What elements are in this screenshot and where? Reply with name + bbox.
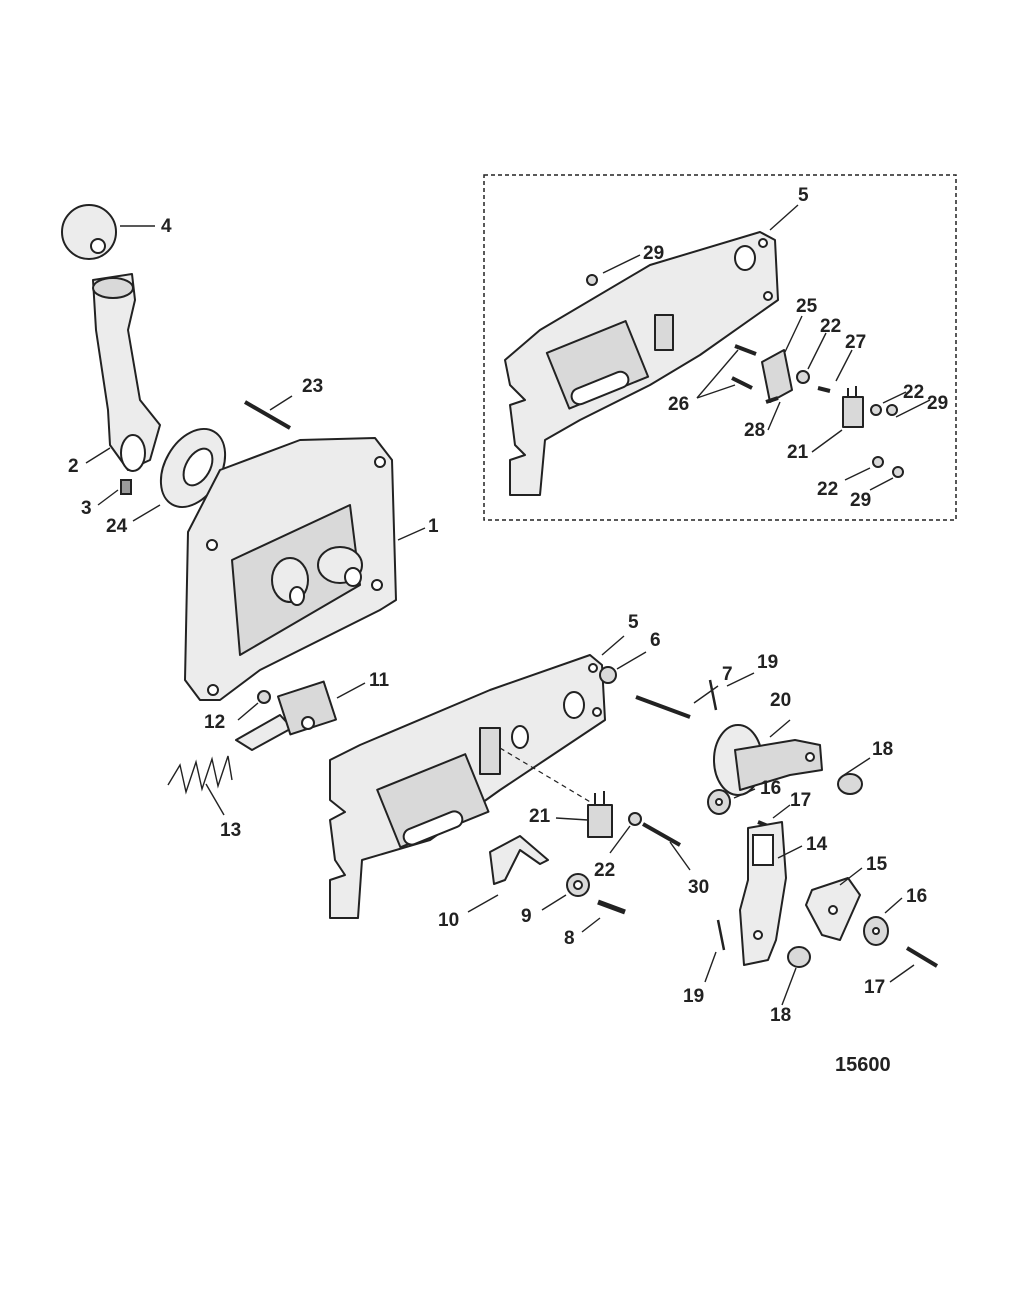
callout-24: 24	[106, 516, 128, 537]
knob-part-4	[61, 204, 117, 260]
inset-callout-29c: 29	[850, 490, 871, 511]
callout-7: 7	[722, 664, 733, 685]
callouts-inset: 5 29 25 22 27 26 28 22 29 21 22 29	[643, 185, 948, 511]
inset-callout-27: 27	[845, 332, 866, 353]
inset-callout-28: 28	[744, 420, 765, 441]
callouts-main: 4 23 2 3 24 1 11 12 13 5 6 7 19 20 18 16…	[68, 216, 927, 1026]
callout-19-lower: 19	[683, 986, 704, 1007]
callout-16-lower: 16	[906, 886, 927, 907]
bolt-part-7	[635, 695, 691, 719]
cotter-pin-part-19-upper	[708, 679, 718, 711]
callout-12: 12	[204, 712, 225, 733]
callout-23: 23	[302, 376, 323, 397]
callout-11: 11	[369, 670, 390, 691]
spring-part-13	[167, 755, 233, 795]
inset-callout-29b: 29	[927, 393, 948, 414]
inset-nut-29	[586, 274, 598, 286]
inset-switch-21	[842, 396, 864, 428]
callout-21: 21	[529, 806, 551, 827]
callout-1: 1	[428, 516, 439, 537]
switch-part-21	[587, 791, 613, 838]
set-screw-part-3	[120, 479, 132, 495]
callout-8: 8	[564, 928, 575, 949]
leader-lines	[85, 204, 931, 1006]
lever-part-20	[713, 724, 823, 796]
inset-screws-26	[731, 344, 757, 390]
inset-bracket-plate	[504, 231, 779, 496]
knob-part-18-upper	[837, 773, 863, 795]
callout-6: 6	[650, 630, 661, 651]
callout-2: 2	[68, 456, 79, 477]
callout-30: 30	[688, 877, 709, 898]
cam-part-15	[805, 877, 861, 941]
inset-plate-25	[761, 349, 793, 403]
callout-14: 14	[806, 834, 828, 855]
callout-17-upper: 17	[790, 790, 811, 811]
callout-18-lower: 18	[770, 1005, 791, 1026]
plunger-part-11	[235, 680, 338, 751]
knob-part-18-lower	[787, 946, 811, 968]
inset-frame	[483, 174, 957, 521]
inset-callout-26: 26	[668, 394, 689, 415]
nut-part-6	[599, 666, 617, 684]
callout-18-upper: 18	[872, 739, 893, 760]
inset-callout-21: 21	[787, 442, 809, 463]
washer-part-22	[628, 812, 642, 826]
housing-part-1	[184, 437, 397, 701]
screw-part-17-lower	[905, 946, 939, 968]
callout-15: 15	[866, 854, 888, 875]
clip-part-10	[489, 835, 549, 885]
bolt-part-8	[597, 899, 626, 915]
callout-22: 22	[594, 860, 615, 881]
inset-washer-22a	[796, 370, 810, 384]
nut-part-12	[257, 690, 271, 704]
screw-part-30	[642, 822, 681, 847]
inset-callout-22b: 22	[903, 382, 924, 403]
callout-20: 20	[770, 690, 791, 711]
bracket-plate-part-5	[329, 654, 606, 919]
inset-callout-5: 5	[798, 185, 809, 206]
figure-number: 15600	[835, 1054, 891, 1076]
screw-part-23	[243, 400, 292, 430]
inset-callout-22c: 22	[817, 479, 838, 500]
inset-small-parts	[586, 274, 904, 478]
callout-3: 3	[81, 498, 92, 519]
handle-part-2	[92, 273, 161, 472]
plate-part-14	[739, 821, 787, 966]
callout-17-lower: 17	[864, 977, 885, 998]
callout-5: 5	[628, 612, 639, 633]
callout-13: 13	[220, 820, 241, 841]
inset-callout-22: 22	[820, 316, 841, 337]
inset-callout-29: 29	[643, 243, 664, 264]
callout-9: 9	[521, 906, 532, 927]
callout-19-upper: 19	[757, 652, 778, 673]
cotter-pin-part-19-lower	[716, 919, 726, 951]
callout-4: 4	[161, 216, 172, 237]
callout-10: 10	[438, 910, 459, 931]
inset-callout-25: 25	[796, 296, 818, 317]
callout-16-upper: 16	[760, 778, 781, 799]
